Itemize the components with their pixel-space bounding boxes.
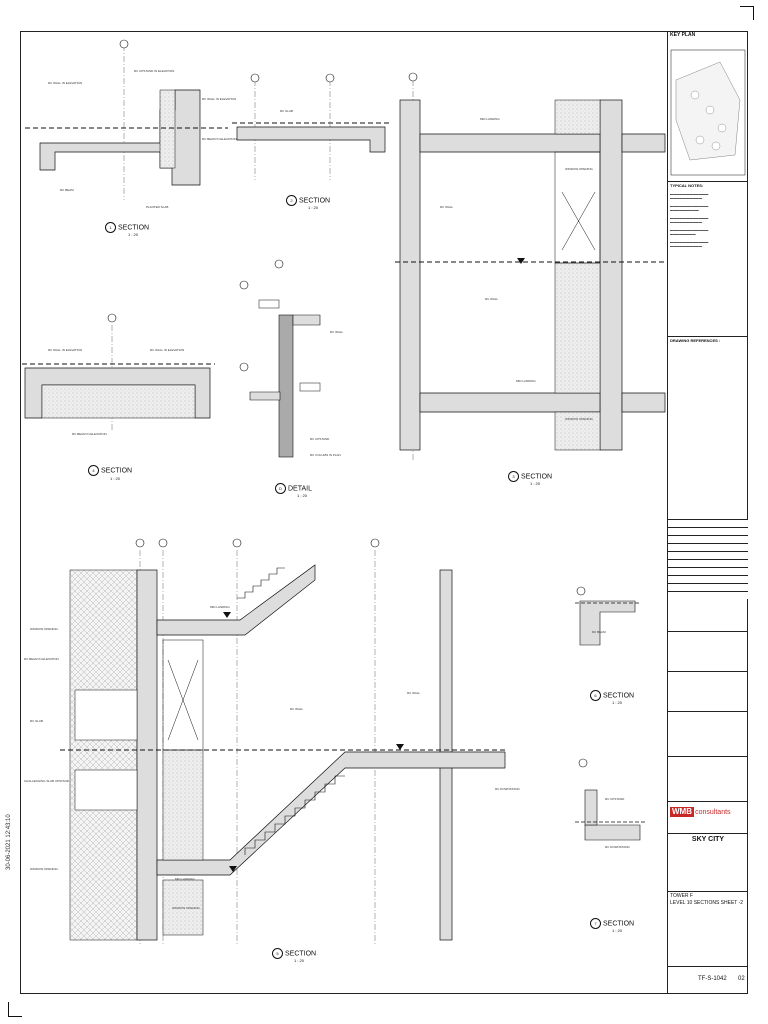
svg-text:CHALLENGING SLAB UPSTAND: CHALLENGING SLAB UPSTAND xyxy=(24,779,70,783)
svg-text:RC UPSTAND: RC UPSTAND xyxy=(310,437,330,441)
section-6-drawing: RC BEAM xyxy=(575,586,640,646)
typical-notes-heading: TYPICAL NOTES: xyxy=(670,183,704,188)
svg-text:RC WALL: RC WALL xyxy=(290,707,304,711)
project-name: SKY CITY xyxy=(691,836,725,843)
svg-text:RC BEAM: RC BEAM xyxy=(60,188,74,192)
section-3-drawing: MID LANDING RC WALL RC WALL MID LANDING … xyxy=(395,72,666,460)
svg-text:MID LANDING: MID LANDING xyxy=(210,605,230,609)
svg-text:RC BEAM IN ELEVATION: RC BEAM IN ELEVATION xyxy=(72,432,107,436)
crop-mark-top-right-v xyxy=(753,6,754,20)
consultant-address-block xyxy=(668,671,748,711)
svg-text:RC WALL: RC WALL xyxy=(485,297,499,301)
svg-text:RC WALL: RC WALL xyxy=(440,205,454,209)
svg-text:RC WALL: RC WALL xyxy=(330,330,344,334)
revision-table xyxy=(668,519,748,599)
section-6-scale: 1 : 20 xyxy=(612,700,623,705)
svg-text:RC COLUMN IN PLAN: RC COLUMN IN PLAN xyxy=(310,453,341,457)
section-4-scale: 1 : 20 xyxy=(110,476,121,481)
sheet-title-row: TOWER F LEVEL 10 SECTIONS SHEET -2 xyxy=(668,891,748,941)
svg-text:WINDOW OPENING: WINDOW OPENING xyxy=(30,627,58,631)
tower-name: TOWER F xyxy=(670,893,693,899)
notes-placeholder: ▬▬▬▬▬▬▬▬▬▬▬▬▬▬▬▬▬▬▬▬▬▬▬▬▬▬▬▬▬▬▬▬▬▬▬▬▬▬▬▬… xyxy=(670,192,709,248)
title-block: KEY PLAN TYPICAL NOTES: ▬▬▬▬▬▬▬▬▬▬▬▬▬▬▬▬… xyxy=(667,31,748,994)
section-5-scale: 1 : 20 xyxy=(294,958,305,963)
consultant-logo-row: WMB consultants xyxy=(668,801,748,833)
typical-notes: TYPICAL NOTES: ▬▬▬▬▬▬▬▬▬▬▬▬▬▬▬▬▬▬▬▬▬▬▬▬▬… xyxy=(668,181,748,366)
svg-text:WINDOW OPENING: WINDOW OPENING xyxy=(172,906,200,910)
section-1-scale: 1 : 20 xyxy=(128,232,139,237)
svg-text:RC BEAM: RC BEAM xyxy=(592,630,606,634)
section-4-drawing: RC WALL IN ELEVATION RC WALL IN ELEVATIO… xyxy=(22,313,215,436)
engineering-block xyxy=(668,756,748,801)
detail-scale: 1 : 20 xyxy=(297,493,308,498)
svg-text:RC UPSTAND IN ELEVATION: RC UPSTAND IN ELEVATION xyxy=(134,69,174,73)
contractor-block xyxy=(668,631,748,671)
section-2-scale: 1 : 20 xyxy=(308,205,319,210)
svg-text:WINDOW OPENING: WINDOW OPENING xyxy=(30,867,58,871)
project-row: SKY CITY xyxy=(668,833,748,875)
crop-mark-bottom-left-v xyxy=(8,1002,9,1016)
sheet-title: LEVEL 10 SECTIONS SHEET -2 xyxy=(670,900,744,906)
svg-text:WINDOW OPENING: WINDOW OPENING xyxy=(565,417,593,421)
svg-text:RC BEAM IN ELEVATION: RC BEAM IN ELEVATION xyxy=(202,137,237,141)
consultant-logo-mark: WMB xyxy=(670,807,694,817)
drawing-number: TF-S-1042 xyxy=(698,976,727,982)
svg-text:RC WALL IN ELEVATION: RC WALL IN ELEVATION xyxy=(202,97,236,101)
svg-text:RC WALL IN ELEVATION: RC WALL IN ELEVATION xyxy=(48,348,82,352)
section-2-drawing: RC SLAB xyxy=(232,73,390,180)
svg-text:MID LANDING: MID LANDING xyxy=(516,379,536,383)
section-3-scale: 1 : 20 xyxy=(530,481,541,486)
section-7-drawing: RC UPSTAND RC DOWNSTAND xyxy=(575,758,645,849)
revision-number: 02 xyxy=(738,976,745,982)
architect-block xyxy=(668,711,748,756)
section-5-drawing: WINDOW OPENING RC BEAM IN ELEVATION RC S… xyxy=(24,538,520,945)
drawing-number-row: TF-S-1042 02 xyxy=(668,966,748,994)
svg-text:RC DOWNSTAND: RC DOWNSTAND xyxy=(495,787,520,791)
svg-text:RC WALL IN ELEVATION: RC WALL IN ELEVATION xyxy=(150,348,184,352)
svg-text:PLANTER SLAB: PLANTER SLAB xyxy=(146,205,168,209)
svg-text:RC WALL: RC WALL xyxy=(407,691,421,695)
svg-text:MID LANDING: MID LANDING xyxy=(480,117,500,121)
detail-drawing: RC WALL RC UPSTAND RC COLUMN IN PLAN xyxy=(239,259,344,458)
svg-text:RC WALL IN ELEVATION: RC WALL IN ELEVATION xyxy=(48,81,82,85)
svg-text:RC SLAB: RC SLAB xyxy=(30,719,43,723)
section-7-scale: 1 : 20 xyxy=(612,928,623,933)
key-plan-heading: KEY PLAN xyxy=(668,31,748,45)
svg-text:RC UPSTAND: RC UPSTAND xyxy=(605,797,625,801)
crop-mark-bottom-left xyxy=(8,1016,22,1017)
svg-text:RC DOWNSTAND: RC DOWNSTAND xyxy=(605,845,630,849)
svg-text:MID LANDING: MID LANDING xyxy=(175,877,195,881)
consultant-name: consultants xyxy=(695,809,731,816)
section-1-drawing: RC WALL IN ELEVATION RC UPSTAND IN ELEVA… xyxy=(25,39,237,209)
svg-text:RC SLAB: RC SLAB xyxy=(280,109,293,113)
svg-text:WINDOW OPENING: WINDOW OPENING xyxy=(565,167,593,171)
svg-text:RC BEAM IN ELEVATION: RC BEAM IN ELEVATION xyxy=(24,657,59,661)
crop-mark-top-right xyxy=(740,6,754,7)
key-plan-drawing xyxy=(670,49,746,176)
drawing-sheet xyxy=(20,31,748,994)
drawing-references-heading: DRAWING REFERENCES : xyxy=(668,336,748,348)
